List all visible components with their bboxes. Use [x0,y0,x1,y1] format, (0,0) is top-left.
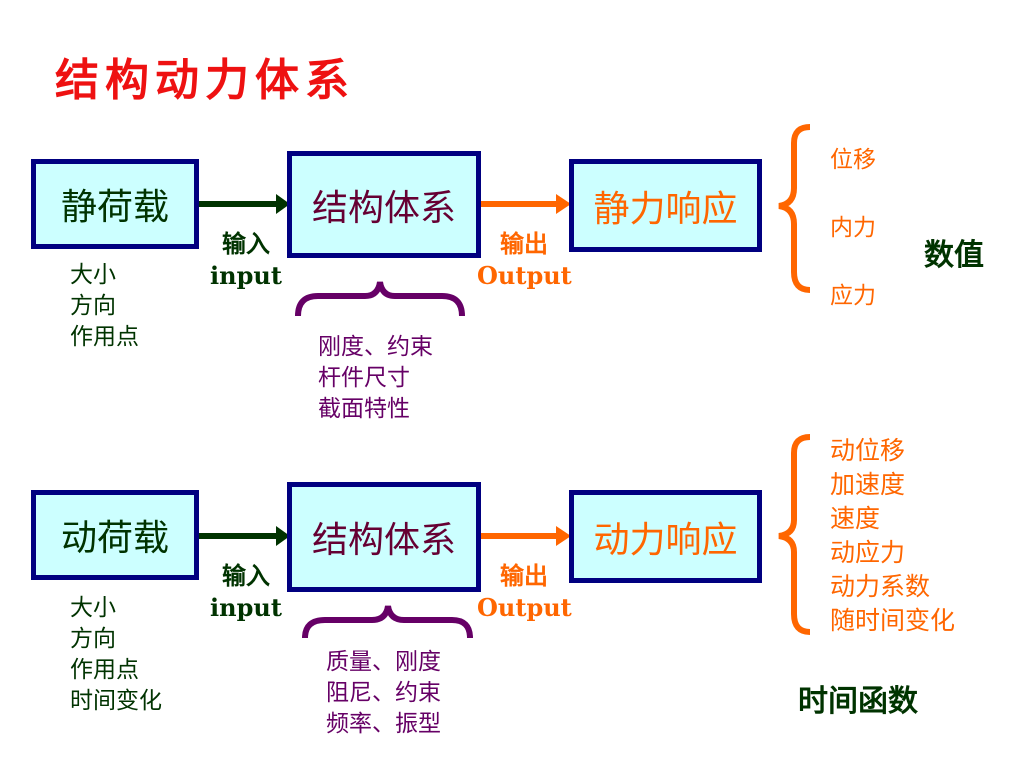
dynamic-load-attribute: 方向 [70,626,116,652]
static-response-item: 应力 [830,283,876,309]
dynamic-output-label-en: Output [477,593,572,622]
dynamic-response-item: 动位移 [830,436,906,465]
static-load-attribute: 方向 [70,293,116,319]
static-input-label: 输入 input [205,228,287,292]
static-output-label-en: Output [477,261,572,290]
dynamic-system-property: 阻尼、约束 [326,680,441,706]
dynamic-load-attribute: 作用点 [70,657,139,683]
static-property-brace [295,281,465,317]
dynamic-response-box: 动力响应 [569,490,762,583]
dynamic-input-label: 输入 input [205,560,287,624]
static-input-label-cn: 输入 [222,230,270,258]
static-response-label: 静力响应 [593,188,738,230]
dynamic-note: 时间函数 [798,684,918,719]
dynamic-input-label-en: input [210,593,282,622]
static-output-label-cn: 输出 [500,230,548,258]
dynamic-response-item: 随时间变化 [830,606,956,635]
static-system-box: 结构体系 [287,151,481,258]
static-output-label: 输出 Output [477,228,572,292]
dynamic-response-items: 动位移 加速度 速度 动应力 动力系数 随时间变化 [830,434,955,638]
static-response-box: 静力响应 [569,159,762,252]
dynamic-response-item: 速度 [830,504,881,533]
slide-title: 结构动力体系 [55,55,355,106]
static-load-attribute: 大小 [70,262,116,288]
static-system-property: 刚度、约束 [318,334,433,360]
dynamic-system-property: 频率、振型 [326,711,441,737]
static-input-arrow [198,194,290,214]
dynamic-input-arrow [198,526,290,546]
static-response-item: 位移 [830,147,876,173]
dynamic-load-attributes: 大小 方向 作用点 时间变化 [70,593,162,717]
static-system-property: 杆件尺寸 [318,365,410,391]
dynamic-load-label: 动荷载 [60,518,169,559]
static-system-label: 结构体系 [311,187,456,229]
dynamic-output-label-cn: 输出 [500,562,548,590]
static-input-label-en: input [210,261,282,290]
static-system-properties: 刚度、约束 杆件尺寸 截面特性 [318,332,433,425]
dynamic-system-label: 结构体系 [311,520,456,561]
static-load-label: 静荷载 [60,187,169,228]
dynamic-response-item: 加速度 [830,470,906,499]
static-response-brace [778,124,811,293]
dynamic-system-properties: 质量、刚度 阻尼、约束 频率、振型 [326,647,441,740]
dynamic-output-label: 输出 Output [477,560,572,624]
static-load-box: 静荷载 [31,159,199,249]
dynamic-system-box: 结构体系 [287,482,481,592]
dynamic-property-brace [302,605,473,639]
static-load-attribute: 作用点 [70,324,139,350]
static-output-arrow [480,194,571,214]
static-note: 数值 [924,238,984,273]
dynamic-load-attribute: 大小 [70,595,116,621]
static-response-items: 位移 内力 应力 [830,126,876,330]
dynamic-input-label-cn: 输入 [222,562,270,590]
dynamic-response-item: 动应力 [830,538,906,567]
dynamic-load-box: 动荷载 [31,490,199,580]
dynamic-response-brace [778,434,811,635]
dynamic-response-item: 动力系数 [830,572,931,601]
static-load-attributes: 大小 方向 作用点 [70,260,139,353]
static-system-property: 截面特性 [318,396,410,422]
dynamic-system-property: 质量、刚度 [326,649,441,675]
static-response-item: 内力 [830,215,876,241]
dynamic-load-attribute: 时间变化 [70,688,162,714]
dynamic-response-label: 动力响应 [593,519,738,561]
dynamic-output-arrow [480,526,571,546]
